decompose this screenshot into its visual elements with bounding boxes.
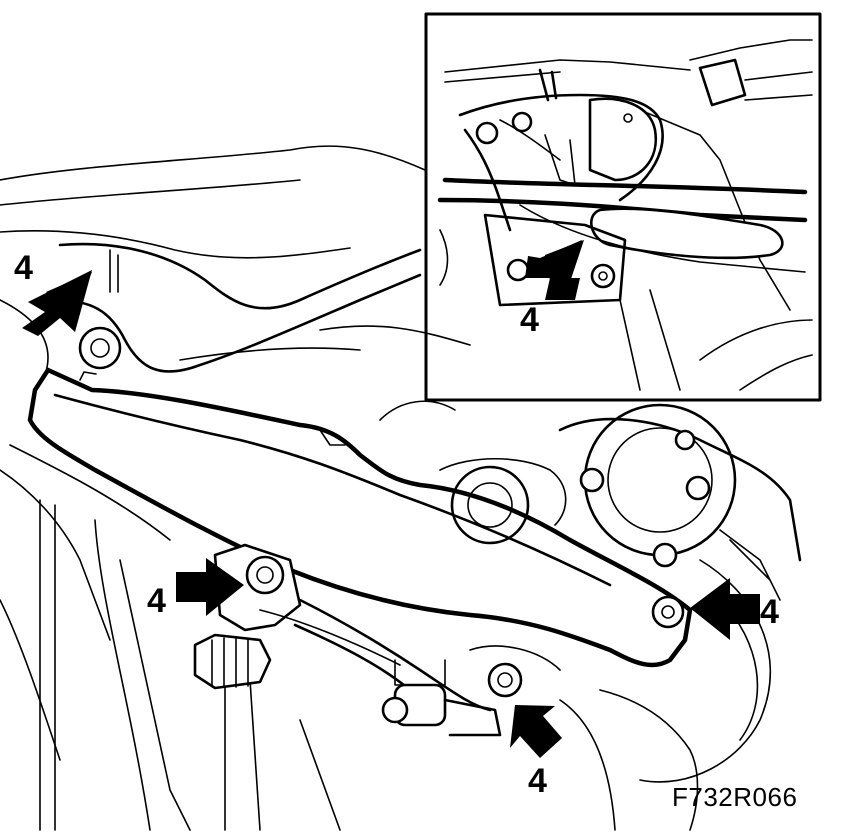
bottom-mount	[469, 645, 561, 698]
upper-trailing-arm	[53, 242, 422, 373]
callout-arrow-lower-left	[176, 558, 244, 616]
callout-label-inset: 4	[520, 301, 539, 339]
toe-link	[293, 598, 502, 737]
bottom-bolt-head	[487, 662, 523, 698]
body-panel-lines	[0, 145, 471, 831]
callout-arrow-upper-left	[22, 270, 92, 336]
upper-arm-bolt-head	[78, 326, 122, 370]
figure-code: F732R066	[672, 782, 797, 812]
right-bolt-head	[651, 595, 685, 629]
lower-left-bolt-head	[245, 555, 285, 595]
hub-brake-assembly	[379, 400, 802, 831]
callout-label-upper-left: 4	[14, 249, 33, 287]
callout-arrow-bottom	[510, 705, 562, 758]
lower-left-mount	[193, 543, 401, 690]
inset-detail: 4	[424, 12, 822, 402]
callout-label-right: 4	[760, 593, 779, 631]
inset-linework	[437, 39, 813, 391]
callout-arrow-right	[690, 578, 760, 640]
callout-label-bottom: 4	[528, 762, 547, 800]
callout-arrow-inset	[525, 240, 584, 300]
lower-control-arm	[27, 367, 693, 668]
callout-label-lower-left: 4	[147, 582, 166, 620]
